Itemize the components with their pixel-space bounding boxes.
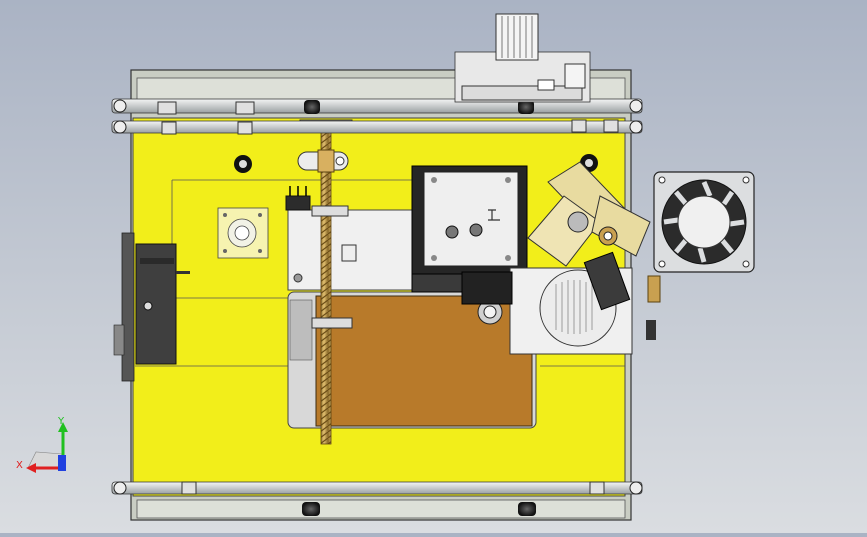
axis-triad: X Y — [16, 416, 68, 473]
extruder[interactable] — [461, 161, 661, 355]
front-rail[interactable] — [111, 481, 643, 516]
rear-rail[interactable] — [111, 98, 643, 135]
y-axis-label: Y — [57, 416, 65, 427]
stepper-motor[interactable] — [411, 165, 528, 293]
cooling-fan[interactable] — [653, 171, 755, 273]
motor-mount[interactable] — [217, 207, 269, 259]
connector-board[interactable] — [454, 13, 591, 103]
limit-switch[interactable] — [285, 186, 357, 329]
control-box[interactable] — [113, 232, 190, 382]
x-axis-label: X — [16, 460, 23, 471]
